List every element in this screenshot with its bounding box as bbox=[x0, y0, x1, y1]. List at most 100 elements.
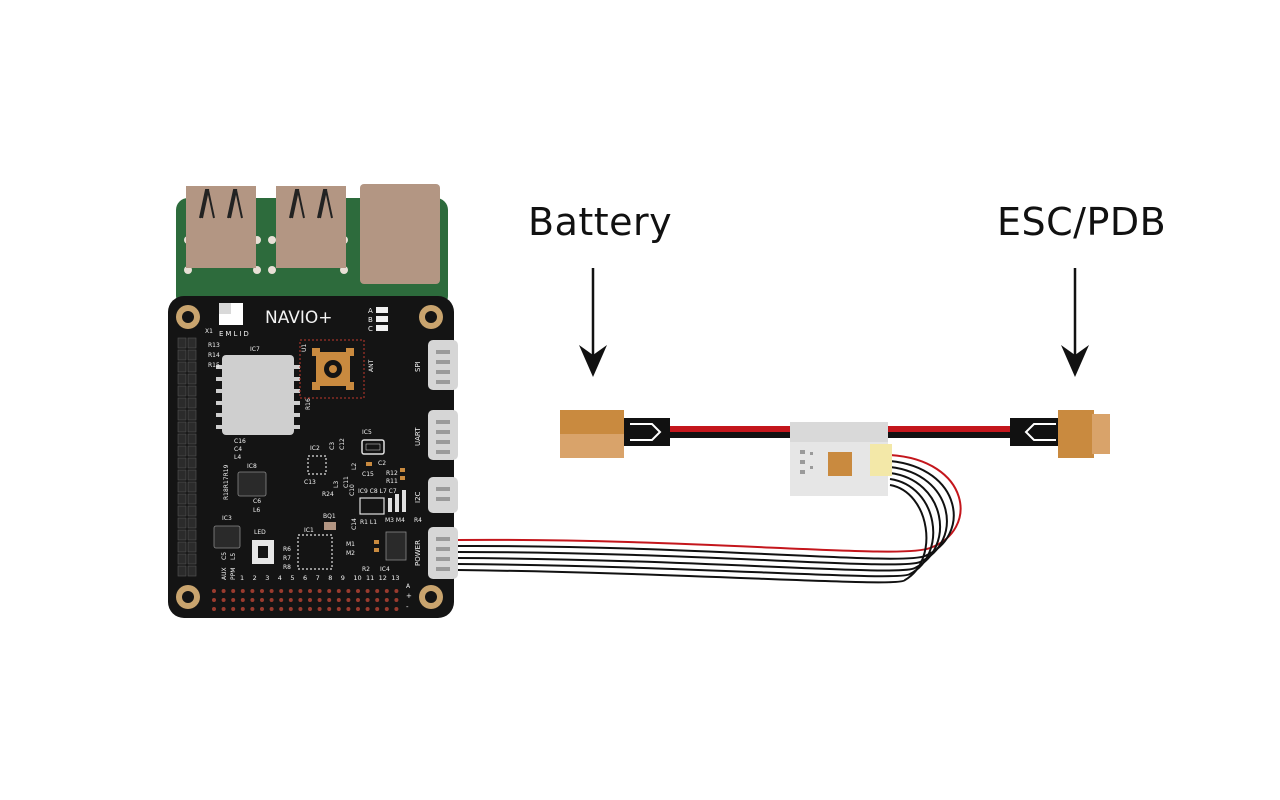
header-pin bbox=[177, 553, 187, 565]
svg-text:M3 M4: M3 M4 bbox=[385, 517, 405, 524]
header-pin bbox=[187, 337, 197, 349]
servo-pad bbox=[288, 598, 293, 602]
header-pin bbox=[187, 421, 197, 433]
servo-pad bbox=[221, 607, 226, 611]
servo-pad bbox=[365, 607, 370, 611]
header-pin bbox=[177, 433, 187, 445]
pin-number: 4 bbox=[278, 574, 282, 582]
servo-pad bbox=[394, 589, 399, 593]
servo-pad bbox=[327, 607, 332, 611]
power-port[interactable] bbox=[428, 527, 458, 579]
i2c-port[interactable] bbox=[428, 477, 458, 513]
servo-pad bbox=[346, 598, 351, 602]
header-pin bbox=[187, 553, 197, 565]
servo-pad bbox=[288, 607, 293, 611]
servo-pad bbox=[260, 589, 264, 593]
header-pin bbox=[187, 445, 197, 457]
usb-port-2 bbox=[276, 186, 346, 268]
svg-text:L2: L2 bbox=[351, 463, 358, 470]
servo-pad bbox=[250, 607, 255, 611]
svg-text:A: A bbox=[406, 583, 411, 590]
pin-number: 2 bbox=[253, 574, 257, 582]
header-pin bbox=[177, 481, 187, 493]
svg-text:C16: C16 bbox=[234, 438, 246, 445]
svg-text:IC5: IC5 bbox=[362, 429, 372, 436]
power-module-jst-port bbox=[870, 444, 892, 476]
servo-pad bbox=[327, 598, 332, 602]
ethernet-port bbox=[360, 184, 440, 284]
brand-label: EMLID bbox=[219, 330, 251, 338]
svg-text:ANT: ANT bbox=[368, 359, 375, 372]
pin-number: 11 bbox=[366, 574, 374, 582]
svg-text:R1 L1: R1 L1 bbox=[360, 519, 377, 526]
esc-xt60-connector bbox=[1010, 410, 1110, 458]
uart-port[interactable] bbox=[428, 410, 458, 460]
svg-text:IC9 C8 L7 C7: IC9 C8 L7 C7 bbox=[358, 488, 397, 495]
header-pin bbox=[177, 469, 187, 481]
servo-pad bbox=[250, 589, 255, 593]
servo-pad bbox=[240, 607, 245, 611]
header-pin bbox=[187, 565, 197, 577]
servo-pad bbox=[394, 607, 399, 611]
servo-pad bbox=[317, 598, 322, 602]
svg-text:C6: C6 bbox=[253, 498, 261, 505]
svg-text:M2: M2 bbox=[346, 550, 355, 557]
servo-pad bbox=[212, 589, 216, 593]
svg-text:AUX: AUX bbox=[221, 567, 228, 580]
servo-pad bbox=[346, 607, 351, 611]
ic3-chip bbox=[213, 525, 241, 549]
header-pin bbox=[177, 445, 187, 457]
svg-text:C4: C4 bbox=[234, 446, 242, 453]
battery-arrow-icon bbox=[579, 268, 607, 377]
servo-pad bbox=[356, 589, 360, 593]
spi-port[interactable] bbox=[428, 340, 458, 390]
battery-label: Battery bbox=[528, 200, 673, 244]
svg-text:IC7: IC7 bbox=[250, 346, 260, 353]
header-pin bbox=[177, 337, 187, 349]
usb-port-1 bbox=[186, 186, 256, 268]
svg-text:C14: C14 bbox=[351, 518, 358, 530]
svg-text:R6: R6 bbox=[283, 546, 291, 553]
svg-text:A: A bbox=[368, 307, 373, 315]
svg-text:X1: X1 bbox=[205, 328, 213, 335]
servo-pad bbox=[260, 607, 264, 611]
servo-pad bbox=[221, 598, 226, 602]
svg-text:C2: C2 bbox=[378, 460, 386, 467]
svg-text:B: B bbox=[368, 316, 373, 324]
servo-pad bbox=[288, 589, 293, 593]
header-pin bbox=[177, 373, 187, 385]
servo-pad bbox=[308, 598, 312, 602]
esc-arrow-icon bbox=[1061, 268, 1089, 377]
servo-pad bbox=[317, 607, 322, 611]
svg-text:C3: C3 bbox=[329, 442, 336, 450]
svg-text:R16: R16 bbox=[305, 398, 312, 410]
servo-pad bbox=[384, 598, 389, 602]
servo-pad bbox=[279, 607, 284, 611]
header-pin bbox=[177, 493, 187, 505]
ic1-chip bbox=[297, 534, 333, 570]
svg-text:C12: C12 bbox=[339, 438, 346, 450]
header-pin bbox=[177, 517, 187, 529]
servo-pad bbox=[260, 598, 264, 602]
servo-pad bbox=[279, 589, 284, 593]
spi-label: SPI bbox=[414, 361, 422, 372]
ic9-chip bbox=[359, 497, 385, 515]
servo-pad bbox=[212, 607, 216, 611]
svg-text:L4: L4 bbox=[234, 454, 241, 461]
power-label: POWER bbox=[414, 540, 422, 566]
header-pin bbox=[187, 541, 197, 553]
servo-pad bbox=[269, 607, 274, 611]
svg-text:L5: L5 bbox=[230, 553, 237, 560]
servo-pad bbox=[308, 589, 312, 593]
servo-pad bbox=[231, 607, 236, 611]
header-pin bbox=[177, 361, 187, 373]
svg-text:R4: R4 bbox=[414, 517, 422, 524]
servo-pad bbox=[250, 598, 255, 602]
svg-text:IC2: IC2 bbox=[310, 445, 320, 452]
header-pin bbox=[187, 469, 197, 481]
svg-text:R18R17R19: R18R17R19 bbox=[223, 464, 230, 500]
servo-pad bbox=[221, 589, 226, 593]
bq1-component bbox=[324, 522, 336, 530]
pin-number: 5 bbox=[290, 574, 294, 582]
header-pin bbox=[187, 373, 197, 385]
